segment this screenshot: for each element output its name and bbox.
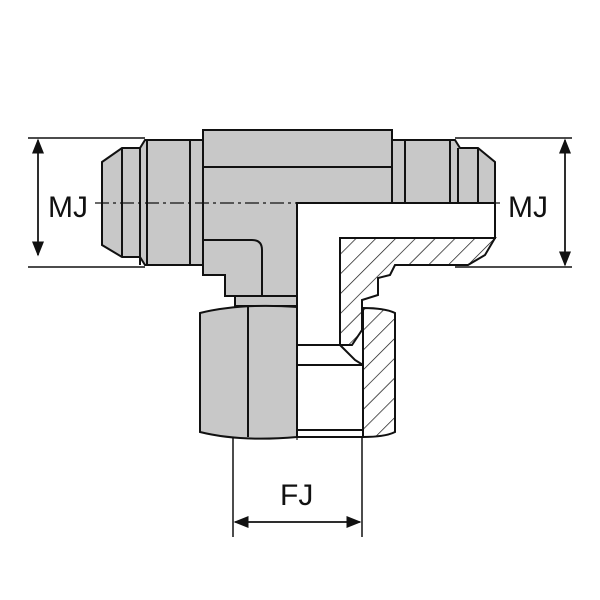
hatched-body-section bbox=[339, 237, 497, 346]
hatched-nut-section bbox=[362, 306, 396, 439]
mj-right-label: MJ bbox=[508, 191, 548, 224]
nut-bore bbox=[296, 364, 364, 438]
fj-label: FJ bbox=[280, 479, 313, 512]
mj-left-label: MJ bbox=[48, 191, 88, 224]
